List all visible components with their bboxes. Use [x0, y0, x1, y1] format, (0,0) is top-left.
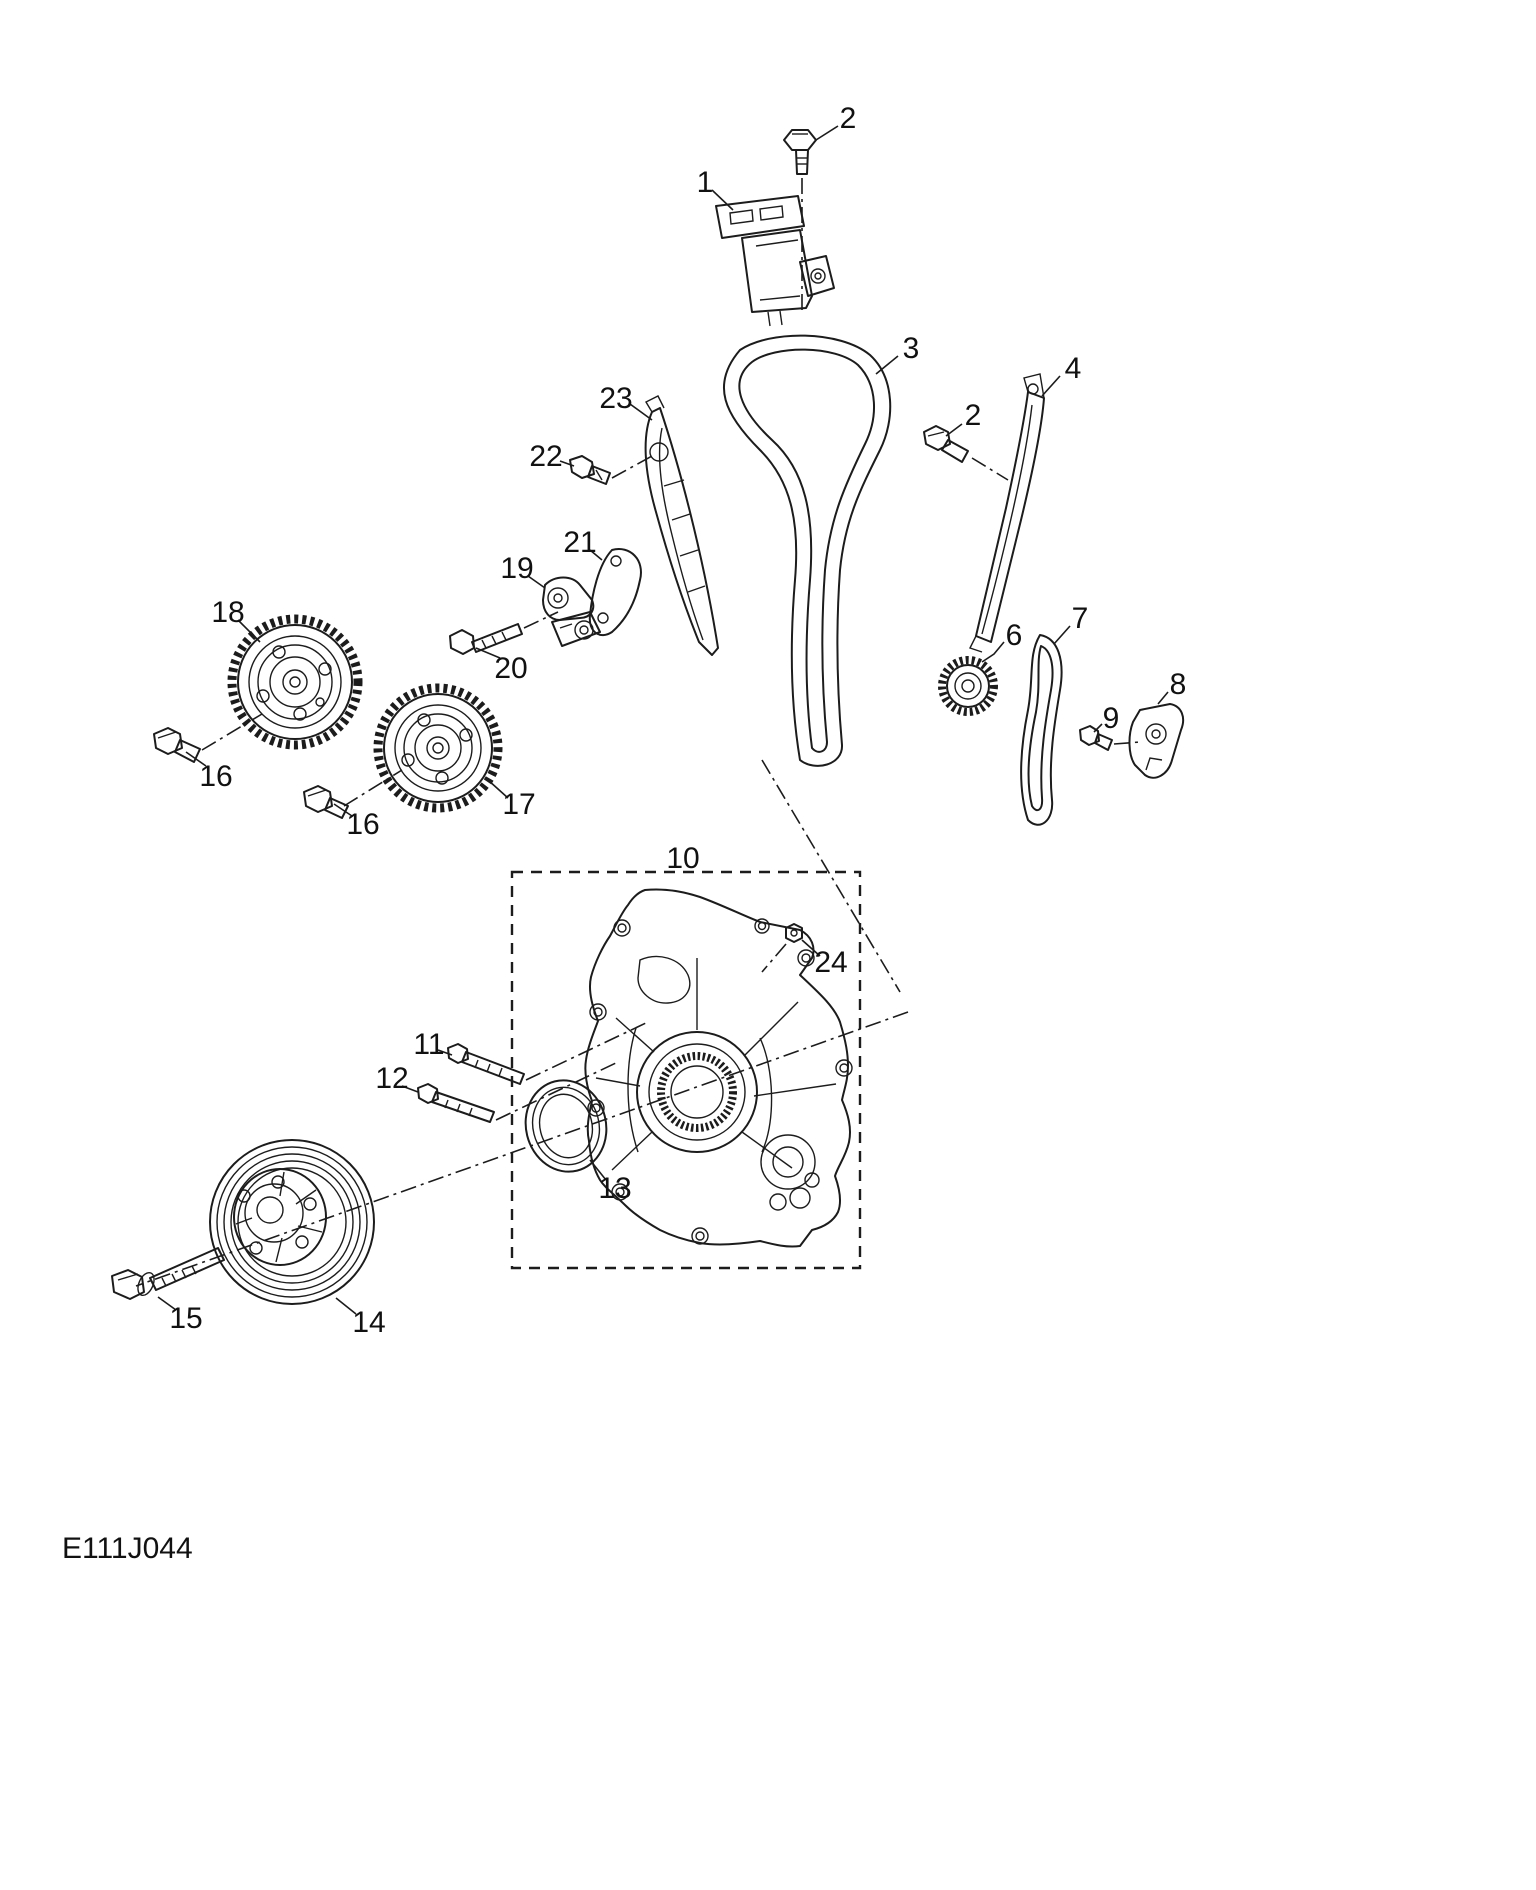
bolt-guide [569, 455, 611, 485]
vct-unit-exhaust [373, 683, 503, 813]
timing-chain-tensioner-bracket [715, 195, 835, 327]
callout-14-label: 14 [352, 1306, 385, 1339]
callout-2a-label: 2 [840, 102, 857, 135]
callout-17-label: 17 [502, 788, 535, 821]
stud-nut [785, 923, 803, 943]
bolt-cover-lower [417, 1083, 495, 1123]
crank-pulley [209, 1139, 375, 1305]
bolt-top [783, 129, 817, 175]
bolt-cover-upper [447, 1043, 525, 1085]
bolt-piston [449, 623, 523, 655]
figure-code: E111J044 [62, 1532, 193, 1565]
callout-12-label: 12 [375, 1062, 408, 1095]
callout-2b-label: 2 [965, 399, 982, 432]
callout-15-label: 15 [169, 1302, 202, 1335]
bolt-vct-right [303, 785, 349, 819]
callout-19-label: 19 [500, 552, 533, 585]
callout-16a-label: 16 [199, 760, 232, 793]
callout-1-label: 1 [697, 166, 714, 199]
callout-10-label: 10 [666, 842, 699, 875]
callout-3-label: 3 [903, 332, 920, 365]
callout-13-label: 13 [598, 1172, 631, 1205]
callout-8-label: 8 [1170, 668, 1187, 701]
callout-7-label: 7 [1072, 602, 1089, 635]
callout-20-label: 20 [494, 652, 527, 685]
bolt-vct-left [153, 727, 201, 763]
callout-labels: 2 1 3 23 4 2 22 21 19 18 7 6 20 8 9 16 1… [169, 102, 1186, 1339]
crank-sprocket [938, 656, 998, 716]
callout-21-label: 21 [563, 526, 596, 559]
oil-pump-chain [1020, 634, 1063, 826]
tensioner-piston-assembly [542, 576, 601, 647]
callout-6-label: 6 [1006, 619, 1023, 652]
bolt-oil-tensioner [1079, 725, 1113, 751]
callout-24-label: 24 [814, 946, 847, 979]
callout-22-label: 22 [529, 440, 562, 473]
callout-23-label: 23 [599, 382, 632, 415]
callout-4-label: 4 [1065, 352, 1082, 385]
callout-9-label: 9 [1103, 702, 1120, 735]
chain-guide-fixed [644, 395, 719, 656]
callout-18-label: 18 [211, 596, 244, 629]
centerlines [135, 178, 1141, 1287]
timing-cover [584, 888, 853, 1248]
vct-unit-intake [227, 614, 363, 750]
timing-chain [723, 334, 892, 767]
crank-pulley-bolt [111, 1247, 225, 1300]
gasket [588, 548, 642, 637]
timing-cover-group-box [510, 870, 862, 1270]
bolt-tensioner-arm [923, 425, 969, 463]
callout-16b-label: 16 [346, 808, 379, 841]
tensioner-arm [969, 373, 1045, 653]
oil-pump-chain-tensioner [1128, 703, 1185, 779]
leader-lines [157, 125, 1169, 1315]
callout-11-label: 11 [413, 1028, 444, 1061]
crank-seal [524, 1079, 608, 1173]
